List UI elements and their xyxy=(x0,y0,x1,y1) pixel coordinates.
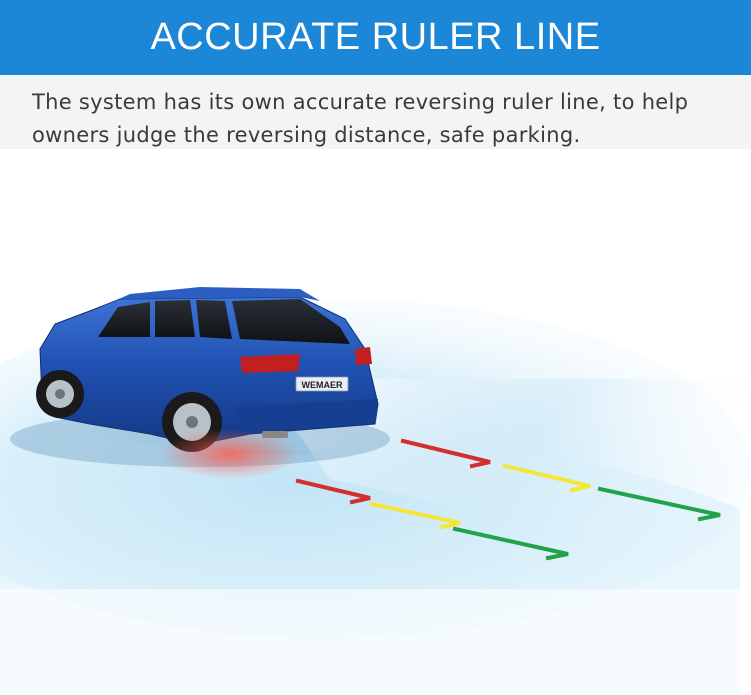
guide-red-upper xyxy=(400,438,491,469)
page-title: ACCURATE RULER LINE xyxy=(150,16,601,58)
description-band: The system has its own accurate reversin… xyxy=(0,75,751,149)
reversing-scene-illustration: WEMAER xyxy=(0,287,751,695)
foreground-fade xyxy=(0,589,751,695)
parking-guide-lines xyxy=(295,438,721,561)
guide-green-upper xyxy=(597,486,721,522)
blue-suv: WEMAER xyxy=(36,287,379,452)
license-plate-text: WEMAER xyxy=(302,380,343,390)
guide-green-lower xyxy=(452,526,569,561)
product-photo: WEMAER xyxy=(0,149,751,695)
rear-light-glow xyxy=(160,429,300,479)
guide-yellow-upper xyxy=(502,463,591,493)
guide-red-lower xyxy=(295,478,371,505)
guide-yellow-lower xyxy=(369,501,461,530)
description-text: The system has its own accurate reversin… xyxy=(32,90,689,147)
title-banner: ACCURATE RULER LINE xyxy=(0,0,751,75)
